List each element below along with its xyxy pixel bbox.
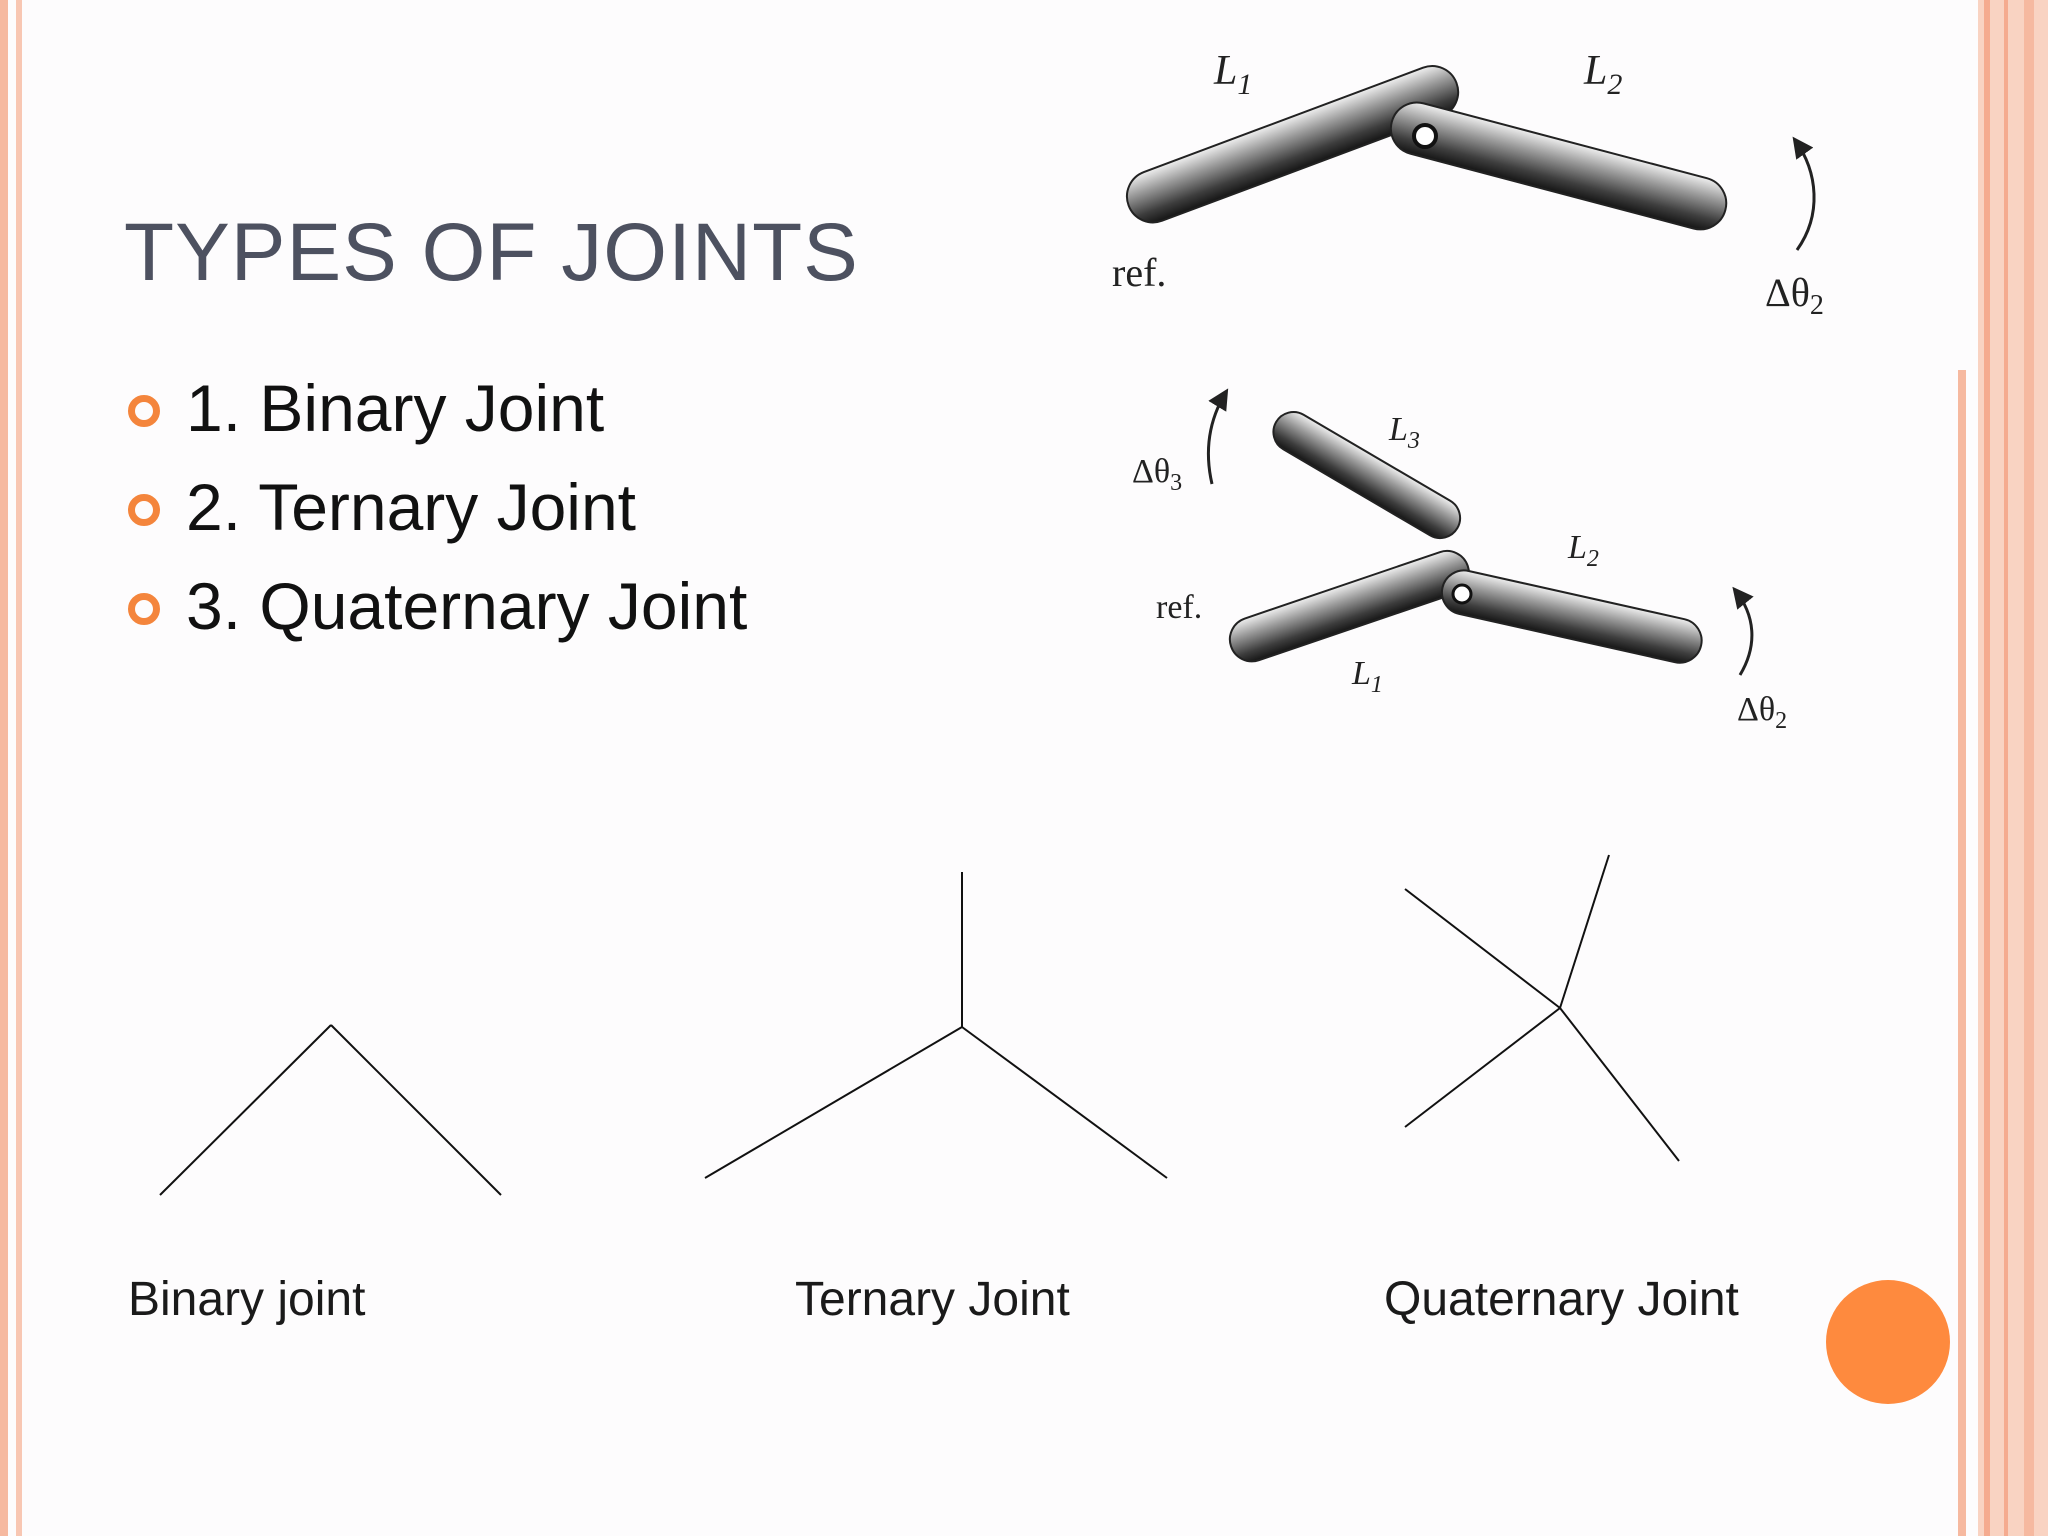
slide-title: TYPES OF JOINTS: [124, 207, 859, 298]
ternary-joint-diagram: [704, 872, 1168, 1179]
pin-joint-icon: [1412, 123, 1438, 149]
right-border-stripe: [1984, 0, 1990, 1536]
binary-joint-caption: Binary joint: [128, 1273, 366, 1326]
link-l1-rod: [1125, 65, 1460, 224]
bullet-ring-icon: [128, 593, 160, 625]
left-border-stripe: [0, 0, 8, 1536]
link-l2-rod: [1440, 569, 1703, 664]
bullet-list: 1. Binary Joint 2. Ternary Joint 3. Quat…: [124, 368, 747, 665]
rotation-arrow-icon: [1792, 136, 1816, 251]
right-border-stripe: [2024, 0, 2034, 1536]
top-l1-label: L1: [1213, 48, 1252, 101]
decorative-orange-circle: [1826, 1280, 1950, 1404]
quaternary-joint-diagram: [1404, 854, 1680, 1162]
rotation-arrow-icon: [1732, 586, 1754, 676]
bullet-item: 2. Ternary Joint: [124, 467, 747, 566]
right-border-gap: [1966, 0, 1978, 1536]
quaternary-joint-caption: Quaternary Joint: [1384, 1273, 1739, 1326]
middle-angle3-label: Δθ3: [1132, 453, 1182, 496]
bullet-text: 3. Quaternary Joint: [186, 569, 748, 643]
link-l3-rod: [1272, 411, 1462, 540]
middle-l3-label: L3: [1388, 411, 1420, 454]
rotation-arrow-icon: [1206, 388, 1229, 485]
top-ref-label: ref.: [1112, 250, 1166, 295]
pin-joint-icon: [1451, 583, 1473, 605]
middle-l2-label: L2: [1567, 529, 1599, 572]
top-mechanism-figure: L1 L2 ref. Δθ2: [1112, 48, 1824, 321]
middle-ref-label: ref.: [1156, 589, 1202, 626]
top-angle-label: Δθ2: [1765, 270, 1824, 321]
bullet-text: 1. Binary Joint: [186, 371, 605, 445]
link-l1-rod: [1228, 549, 1470, 663]
right-border-stripe-inner: [1958, 370, 1966, 1536]
middle-angle2-label: Δθ2: [1737, 691, 1787, 734]
middle-l1-label: L1: [1351, 655, 1383, 698]
right-border-stripe: [2004, 0, 2008, 1536]
bullet-item: 1. Binary Joint: [124, 368, 747, 467]
bullet-ring-icon: [128, 395, 160, 427]
bullet-item: 3. Quaternary Joint: [124, 566, 747, 665]
top-l2-label: L2: [1583, 48, 1622, 101]
link-l2-rod: [1389, 101, 1728, 231]
left-border-stripe-inner: [16, 0, 22, 1536]
bullet-text: 2. Ternary Joint: [186, 470, 637, 544]
binary-joint-diagram: [159, 1024, 502, 1196]
middle-mechanism-figure: L3 L2 L1 ref. Δθ3 Δθ2: [1132, 388, 1787, 734]
bullet-ring-icon: [128, 494, 160, 526]
ternary-joint-caption: Ternary Joint: [795, 1273, 1070, 1326]
